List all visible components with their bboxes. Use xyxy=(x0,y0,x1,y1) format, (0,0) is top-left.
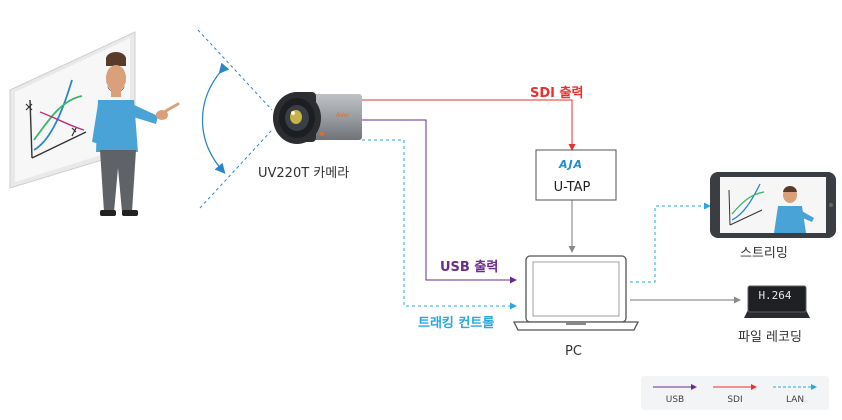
aja-logo: AJA xyxy=(558,158,584,171)
usb-line xyxy=(362,119,517,284)
recording-label: 파일 레코딩 xyxy=(738,330,802,345)
connections xyxy=(362,99,741,310)
board-x-axis xyxy=(31,131,87,159)
legend-item-lan: LAN xyxy=(767,376,823,410)
lan-tracking-line xyxy=(362,139,517,310)
pan-arrow-icon xyxy=(202,62,230,174)
legend-item-sdi: SDI xyxy=(707,376,763,410)
legend-sdi-swatch xyxy=(713,384,757,390)
presenter-illustration xyxy=(92,52,180,216)
camera-brand: AVer xyxy=(336,112,350,119)
legend-usb-swatch xyxy=(653,384,697,390)
legend-item-usb: USB xyxy=(647,376,703,410)
camera-label: UV220T 카메라 xyxy=(258,166,350,181)
recording-device-icon xyxy=(744,285,810,318)
legend: USB SDI LAN xyxy=(641,376,829,410)
legend-label: LAN xyxy=(785,395,805,405)
utap-device xyxy=(535,149,617,201)
camera-illustration xyxy=(273,92,362,144)
legend-label: SDI xyxy=(727,395,743,405)
camera-field-of-view xyxy=(197,29,273,209)
codec-label: H.264 xyxy=(758,289,792,302)
utap-label: U-TAP xyxy=(553,180,591,195)
streaming-tablet-icon xyxy=(710,172,836,238)
pc-laptop-icon xyxy=(512,255,640,331)
sdi-output-label: SDI 출력 xyxy=(530,86,584,101)
sdi-line xyxy=(362,99,576,151)
pc-label: PC xyxy=(565,344,582,359)
legend-lan-swatch xyxy=(773,384,817,390)
board-y-axis xyxy=(29,99,33,159)
tracking-control-label: 트래킹 컨트롤 xyxy=(418,316,495,331)
streaming-label: 스트리밍 xyxy=(740,246,788,261)
usb-output-label: USB 출력 xyxy=(440,260,499,275)
streaming-line xyxy=(630,202,711,283)
legend-label: USB xyxy=(665,395,685,405)
